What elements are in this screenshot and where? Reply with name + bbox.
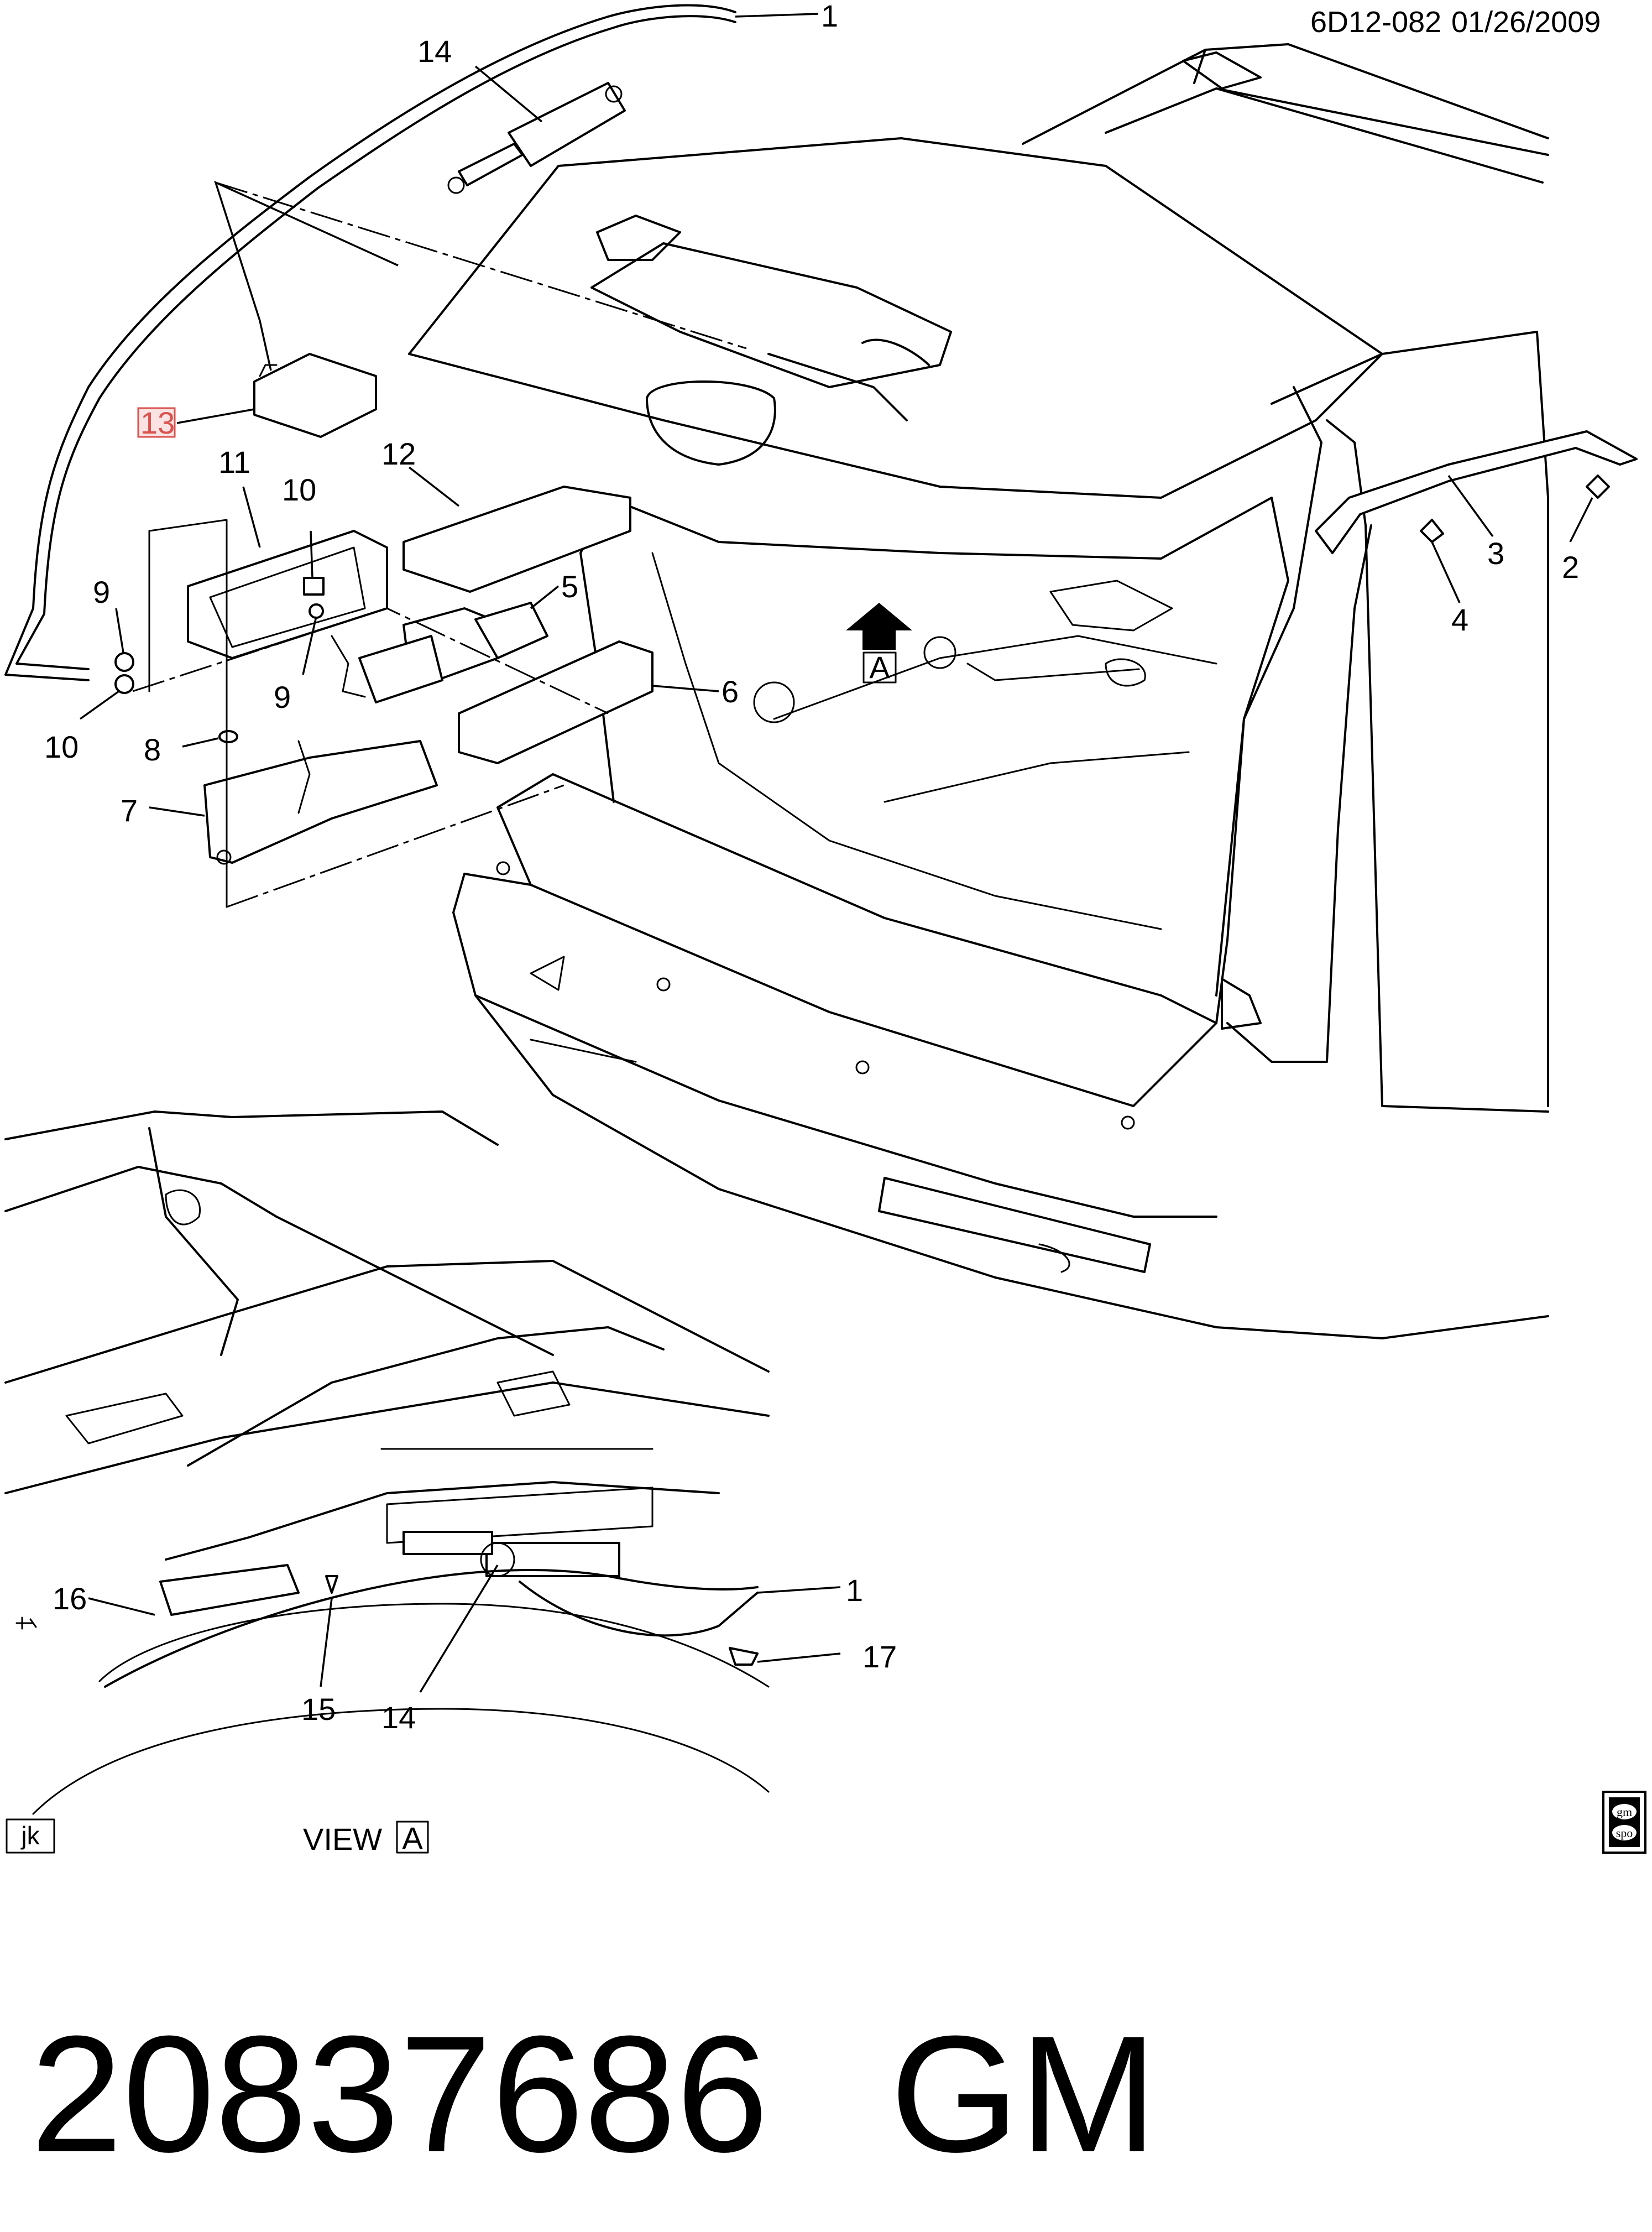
- logo-line1: gm: [1617, 1805, 1632, 1819]
- doc-code: 6D12-082: [1310, 6, 1441, 39]
- callout-7: 7: [121, 793, 138, 828]
- part-number: 20837686: [30, 2001, 769, 2187]
- part-16-latch: [88, 1564, 300, 1616]
- callout-15: 15: [301, 1692, 336, 1727]
- callout-12: 12: [381, 436, 416, 471]
- view-a-label: VIEW A: [303, 1821, 429, 1856]
- callout-14-top: 14: [417, 34, 452, 69]
- callout-1-bottom: 1: [846, 1573, 863, 1608]
- part-1-hose-top: [4, 4, 819, 681]
- callout-10-a: 10: [282, 472, 316, 507]
- callout-17: 17: [862, 1639, 897, 1674]
- view-a-arrow: A: [846, 603, 912, 685]
- view-label-text: VIEW: [303, 1822, 382, 1856]
- jk-tag: jk: [6, 1818, 55, 1854]
- callout-2: 2: [1562, 550, 1579, 585]
- callout-4: 4: [1451, 602, 1468, 637]
- part-14-strut-lower: [402, 1531, 620, 1693]
- vehicle-rear-body: [408, 43, 1549, 1339]
- callout-11: 11: [218, 445, 250, 479]
- part-7-tray: [149, 740, 438, 865]
- parts-9-10-clips: [79, 530, 325, 720]
- part-17-clip: [729, 1647, 841, 1666]
- part-8-nut: [182, 730, 238, 748]
- jk-tag-text: jk: [20, 1821, 40, 1850]
- part-14-strut-top: [447, 65, 626, 194]
- part-13-module: [176, 180, 399, 438]
- brand-label: GM: [890, 2001, 1157, 2187]
- view-a-inset: [4, 1110, 770, 1815]
- alignment-lines: [132, 181, 747, 908]
- callout-10-b: 10: [44, 729, 79, 764]
- callout-9-b: 9: [274, 680, 291, 715]
- callout-3: 3: [1487, 536, 1504, 571]
- callout-13: 13: [140, 405, 175, 440]
- part-12-cover: [402, 466, 631, 593]
- callout-9-a: 9: [93, 575, 110, 609]
- callout-labels: 1 14 13 11 12 10 9 5 9 10 6 8 7 3 2 4 16…: [44, 0, 1579, 1735]
- callout-1-top: 1: [821, 0, 838, 33]
- callout-8: 8: [144, 732, 161, 767]
- callout-5: 5: [561, 569, 578, 604]
- callout-14-bottom: 14: [381, 1700, 416, 1735]
- fastener-symbol-icon: [15, 1616, 37, 1630]
- part-6-cover: [458, 640, 719, 764]
- callout-16: 16: [53, 1581, 87, 1616]
- callout-13-highlight: [137, 407, 176, 438]
- callout-6: 6: [722, 674, 739, 709]
- view-label-letter: A: [402, 1821, 423, 1855]
- part-15-pin: [320, 1575, 338, 1687]
- part-1-hose-lower: [104, 1569, 841, 1688]
- parts-2-3-4-seal-pins: [1315, 430, 1638, 603]
- view-a-arrow-letter: A: [869, 650, 890, 685]
- part-5-motor: [331, 585, 560, 703]
- doc-date: 01/26/2009: [1451, 6, 1601, 39]
- logo-line2: spo: [1616, 1826, 1633, 1840]
- part-11-frame: [187, 486, 388, 659]
- gm-spo-logo: gm spo: [1602, 1791, 1646, 1854]
